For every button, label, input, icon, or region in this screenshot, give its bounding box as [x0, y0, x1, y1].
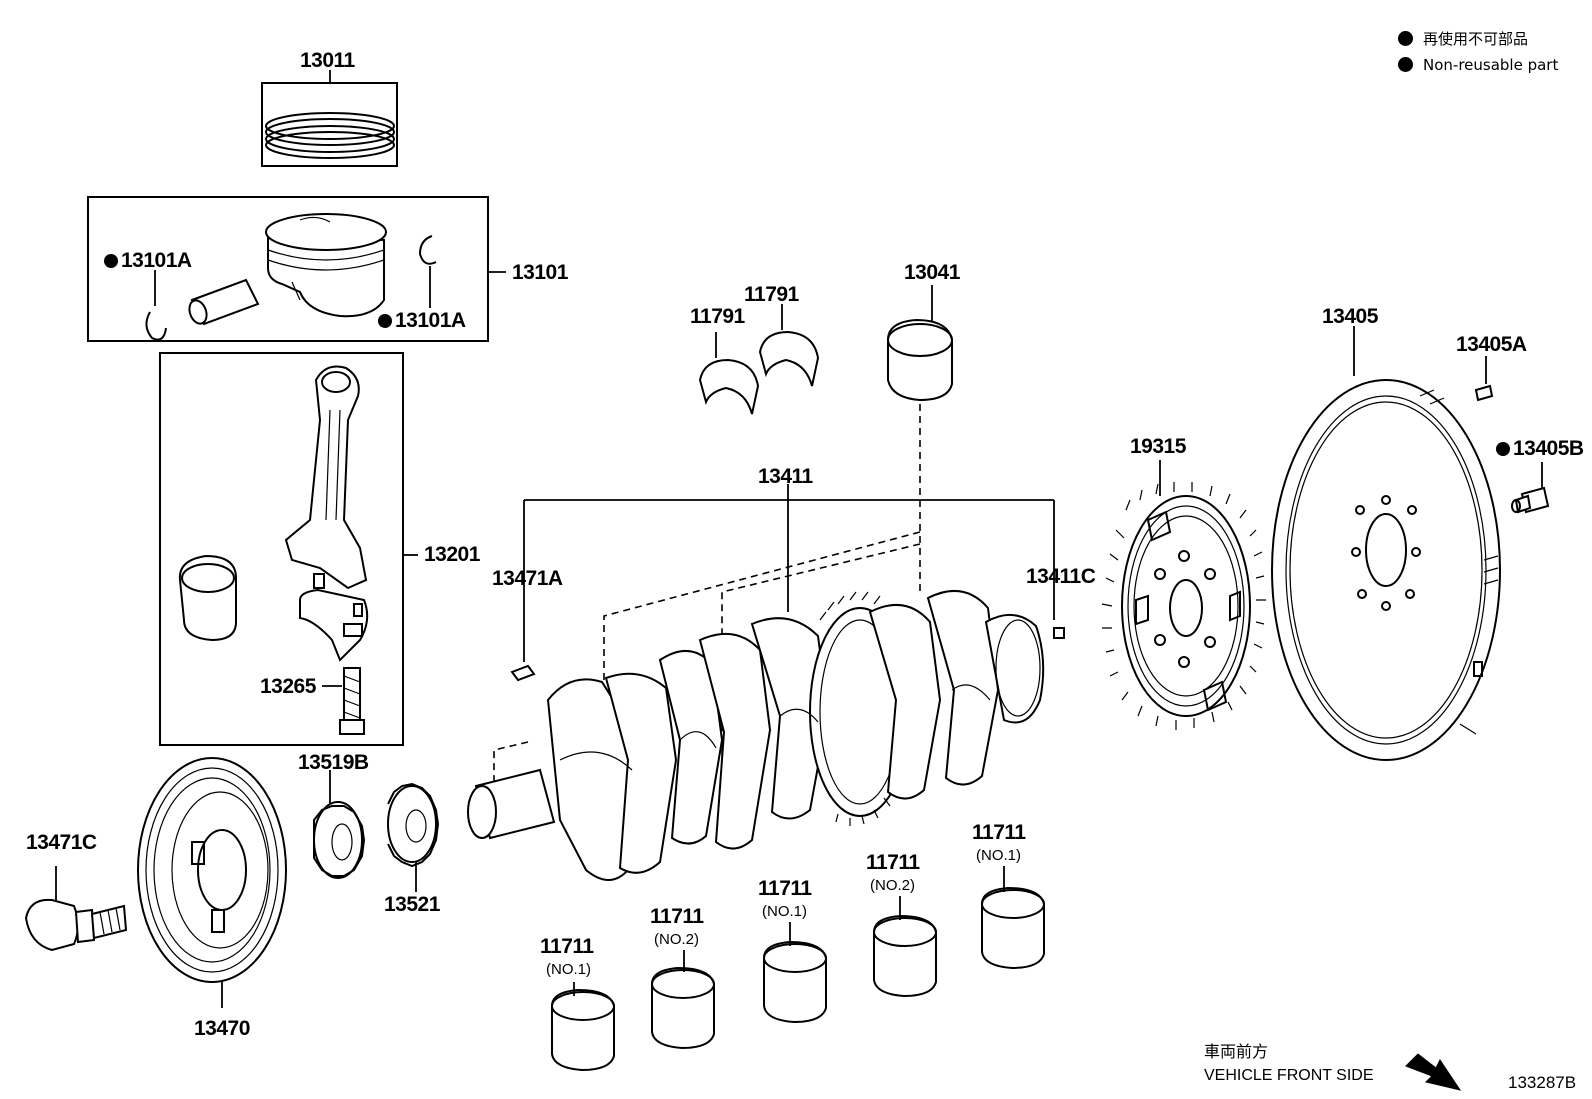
- label-bearing-2-variant: (NO.2): [654, 931, 699, 948]
- main-bearing-5-icon: [981, 886, 1045, 970]
- label-13519b: 13519B: [298, 751, 369, 774]
- main-bearing-4-icon: [873, 914, 937, 998]
- diagram-id: 133287B: [1508, 1073, 1577, 1092]
- label-13405: 13405: [1322, 305, 1378, 328]
- rod-bolt-icon: [339, 667, 365, 735]
- front-direction-arrow-icon: [1405, 1053, 1462, 1091]
- piston-pin-icon: [188, 278, 260, 326]
- crank-sprocket-icon: [313, 801, 366, 879]
- non-reusable-dot-icon: [1398, 31, 1413, 46]
- box-13201: [159, 352, 404, 746]
- label-13101: 13101: [512, 261, 568, 284]
- drive-plate-bolt-icon: [1511, 486, 1550, 514]
- label-13041: 13041: [904, 261, 960, 284]
- direction-label-en: VEHICLE FRONT SIDE: [1204, 1067, 1374, 1084]
- label-13521: 13521: [384, 893, 440, 916]
- thrust-washer-left-icon: [698, 358, 760, 415]
- rod-bearing-icon: [178, 554, 237, 642]
- label-bearing-5: 11711: [972, 821, 1026, 844]
- non-reusable-dot-icon: [1496, 442, 1510, 456]
- label-11791-a: 11791: [690, 305, 745, 328]
- non-reusable-dot-icon: [104, 254, 118, 268]
- crank-key-icon: [510, 664, 536, 682]
- main-bearing-upper-icon: [887, 318, 953, 402]
- pulley-bolt-icon: [24, 898, 128, 952]
- snap-ring-right-icon: [418, 235, 437, 265]
- label-11791-b: 11791: [744, 283, 799, 306]
- label-13101a-left: 13101A: [104, 250, 192, 271]
- direction-label-jp: 車両前方: [1204, 1042, 1269, 1061]
- label-13265: 13265: [260, 675, 316, 698]
- label-13411c: 13411C: [1026, 565, 1096, 588]
- label-13471c: 13471C: [26, 831, 97, 854]
- label-bearing-4-variant: (NO.2): [870, 877, 915, 894]
- label-13470: 13470: [194, 1017, 250, 1040]
- crank-pulley-icon: [137, 757, 287, 983]
- piston-rings-icon: [265, 112, 395, 159]
- label-13471a: 13471A: [492, 567, 563, 590]
- piston-icon: [265, 213, 387, 318]
- label-bearing-1: 11711: [540, 935, 594, 958]
- label-13101a-right: 13101A: [378, 310, 466, 331]
- main-bearing-1-icon: [551, 988, 615, 1072]
- label-bearing-3: 11711: [758, 877, 812, 900]
- non-reusable-dot-icon: [1398, 57, 1413, 72]
- main-bearing-2-icon: [651, 966, 715, 1050]
- label-13405a: 13405A: [1456, 333, 1527, 356]
- crank-gear-icon: [387, 782, 440, 868]
- drive-plate-icon: [1271, 379, 1501, 761]
- connecting-rod-icon: [284, 365, 369, 662]
- signal-plate-icon: [1101, 482, 1266, 730]
- label-bearing-4: 11711: [866, 851, 920, 874]
- label-bearing-1-variant: (NO.1): [546, 961, 591, 978]
- crankshaft-icon: [467, 590, 1045, 881]
- label-bearing-2: 11711: [650, 905, 704, 928]
- label-13201: 13201: [424, 543, 480, 566]
- label-19315: 19315: [1130, 435, 1186, 458]
- non-reusable-dot-icon: [378, 314, 392, 328]
- box-13101: [87, 196, 489, 342]
- label-bearing-5-variant: (NO.1): [976, 847, 1021, 864]
- label-13405b: 13405B: [1496, 438, 1584, 459]
- snap-ring-left-icon: [145, 311, 167, 341]
- label-13011: 13011: [300, 49, 355, 72]
- thrust-washer-right-icon: [758, 330, 820, 387]
- main-bearing-3-icon: [763, 940, 827, 1024]
- crank-pin-icon: [1053, 627, 1065, 639]
- legend-en: Non-reusable part: [1398, 57, 1558, 73]
- drive-plate-pin-icon: [1474, 384, 1494, 402]
- legend-jp: 再使用不可部品: [1398, 31, 1528, 47]
- label-13411: 13411: [758, 465, 813, 488]
- label-bearing-3-variant: (NO.1): [762, 903, 807, 920]
